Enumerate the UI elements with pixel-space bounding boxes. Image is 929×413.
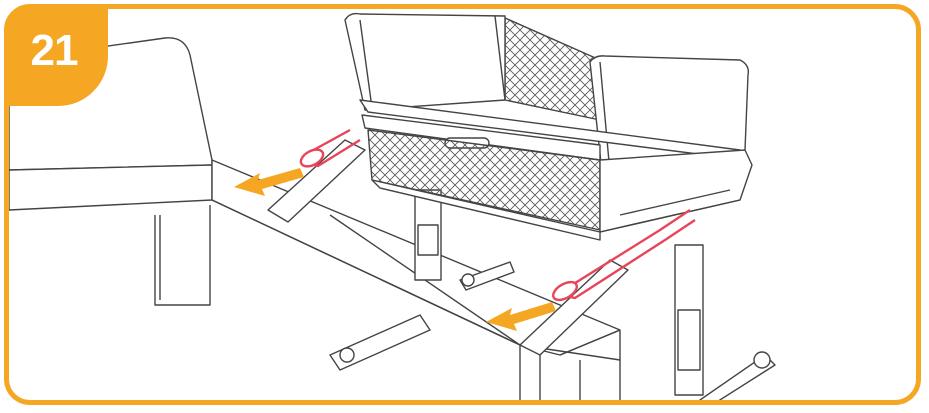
- arrow-left-icon: [234, 168, 304, 196]
- crib-legs: [329, 189, 776, 400]
- adult-bed: [9, 37, 213, 306]
- fastening-straps: [299, 128, 696, 302]
- bedside-crib: [344, 12, 753, 241]
- step-badge: 21: [8, 6, 108, 106]
- left-strap-loop: [299, 148, 325, 168]
- step-number: 21: [30, 26, 79, 75]
- right-strap-loop: [552, 280, 578, 302]
- arrow-left-icon: [486, 302, 556, 331]
